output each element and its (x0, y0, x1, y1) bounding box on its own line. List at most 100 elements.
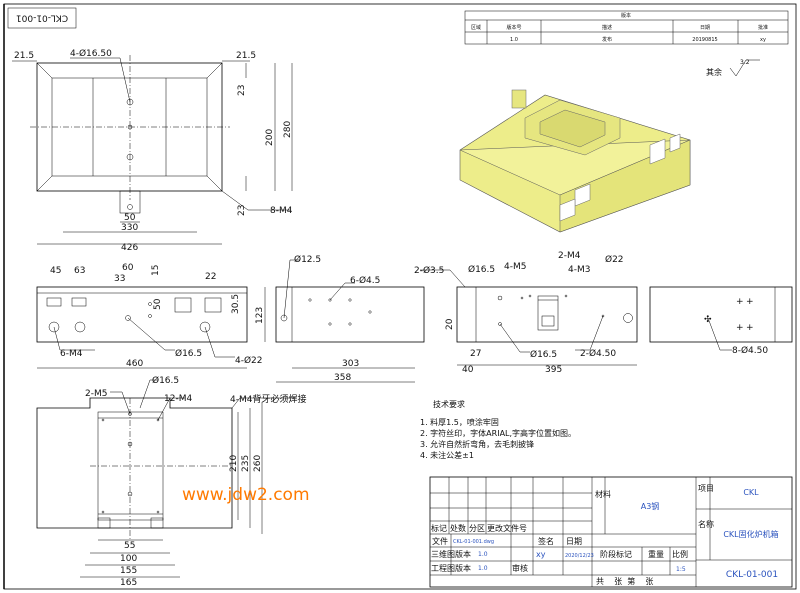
svg-text:A3钢: A3钢 (641, 501, 660, 511)
surface-finish-symbol: 其余 3.2 (706, 59, 760, 77)
svg-text:22: 22 (205, 272, 216, 282)
svg-text:3. 允许自然折弯角，去毛刺披锋: 3. 允许自然折弯角，去毛刺披锋 (420, 439, 534, 449)
svg-text:区域: 区域 (471, 24, 481, 31)
svg-text:4. 未注公差±1: 4. 未注公差±1 (420, 450, 474, 460)
svg-text:235: 235 (241, 455, 251, 472)
svg-text:项目: 项目 (698, 484, 714, 493)
svg-text:签名: 签名 (538, 536, 554, 546)
svg-text:+: + (746, 297, 754, 307)
svg-text:CKL: CKL (743, 488, 759, 497)
svg-text:描述: 描述 (602, 24, 612, 31)
revision-title: 版本 (621, 12, 631, 19)
svg-text:2-Ø4.50: 2-Ø4.50 (580, 348, 616, 359)
svg-text:其余: 其余 (706, 67, 722, 77)
title-block: 标记 处数 分区 更改文件号 签名 日期 文件 CKL-01-001.dwg 三… (429, 476, 793, 588)
svg-text:xy: xy (760, 37, 766, 43)
svg-text:日期: 日期 (700, 25, 710, 31)
svg-text:Ø22: Ø22 (605, 254, 624, 265)
svg-text:分区: 分区 (469, 524, 485, 533)
technical-requirements: 技术要求 1. 料厚1.5，喷涂牢固 2. 字符丝印，字体ARIAL,字高字位置… (420, 399, 576, 460)
top-view: 4-Ø16.50 21.5 21.5 23 23 200 280 50 330 … (12, 48, 293, 253)
svg-text:共 张 第 张: 共 张 第 张 (596, 576, 653, 586)
svg-text:2-Ø3.5: 2-Ø3.5 (414, 265, 444, 276)
svg-text:Ø12.5: Ø12.5 (294, 254, 321, 265)
svg-text:xy: xy (536, 550, 546, 559)
top-hole-callout: 4-Ø16.50 (70, 48, 112, 59)
svg-text:40: 40 (462, 365, 474, 375)
rotated-number-box (7, 7, 77, 29)
svg-text:63: 63 (74, 266, 85, 276)
front-view: 45 63 60 33 15 22 50 30.5 123 460 6-M4 Ø… (36, 263, 266, 369)
svg-text:358: 358 (334, 373, 351, 383)
svg-text:标记: 标记 (431, 523, 447, 533)
svg-text:395: 395 (545, 365, 562, 375)
svg-text:123: 123 (255, 307, 265, 324)
svg-text:+: + (736, 297, 744, 307)
svg-text:8-Ø4.50: 8-Ø4.50 (732, 345, 768, 356)
svg-text:Ø16.5: Ø16.5 (175, 348, 202, 359)
svg-text:三维图版本: 三维图版本 (431, 549, 471, 559)
svg-text:材料: 材料 (595, 489, 611, 499)
back-view: 2-Ø3.5 Ø16.5 4-M5 2-M4 4-M3 Ø22 20 27 40… (414, 251, 638, 375)
svg-text:批准: 批准 (758, 24, 768, 31)
svg-text:3.2: 3.2 (740, 59, 750, 66)
svg-text:23: 23 (237, 85, 247, 96)
svg-text:技术要求: 技术要求 (433, 399, 465, 409)
svg-text:21.5: 21.5 (236, 51, 256, 61)
bottom-view: 2-M5 Ø16.5 12-M4 4-M4背牙必须焊接 210 235 260 … (36, 375, 306, 588)
svg-text:版本号: 版本号 (506, 24, 521, 31)
svg-text:12-M4: 12-M4 (164, 394, 192, 404)
svg-text:330: 330 (121, 223, 138, 233)
svg-text:27: 27 (470, 349, 481, 359)
svg-text:4-M5: 4-M5 (504, 262, 526, 272)
svg-text:6-Ø4.5: 6-Ø4.5 (350, 275, 380, 286)
svg-text:处数: 处数 (450, 523, 466, 533)
svg-text:20: 20 (445, 318, 455, 330)
svg-text:4-M4背牙必须焊接: 4-M4背牙必须焊接 (230, 393, 306, 405)
svg-text:15: 15 (151, 265, 161, 276)
svg-text:+: + (736, 323, 744, 333)
svg-text:60: 60 (122, 263, 134, 273)
svg-text:1.0: 1.0 (478, 551, 488, 558)
drawing-number: CKL-01-001 (726, 570, 778, 580)
svg-text:50: 50 (153, 298, 163, 310)
svg-text:比例: 比例 (672, 549, 688, 559)
svg-text:1.0: 1.0 (478, 565, 488, 572)
watermark-text: www.jdw2.com (182, 485, 310, 505)
svg-text:280: 280 (283, 121, 293, 138)
right-view: + + + + ✣ 8-Ø4.50 (649, 286, 793, 356)
svg-text:2. 字符丝印，字体ARIAL,字高字位置如图。: 2. 字符丝印，字体ARIAL,字高字位置如图。 (420, 428, 576, 438)
svg-text:210: 210 (229, 455, 239, 472)
svg-text:阶段标记: 阶段标记 (600, 549, 632, 559)
svg-text:发布: 发布 (602, 36, 612, 43)
svg-text:100: 100 (120, 554, 137, 564)
svg-text:✣: ✣ (704, 315, 712, 325)
svg-text:21.5: 21.5 (14, 51, 34, 61)
svg-text:Ø16.5: Ø16.5 (530, 349, 557, 360)
sheet-border (3, 3, 797, 590)
svg-text:重量: 重量 (648, 549, 664, 559)
svg-text:8-M4: 8-M4 (270, 206, 293, 216)
svg-text:50: 50 (124, 213, 136, 223)
revision-table: 版本 区域 版本号 描述 日期 批准 1.0 发布 20190815 xy (464, 10, 789, 45)
svg-text:260: 260 (253, 455, 263, 472)
svg-text:1.0: 1.0 (510, 37, 518, 43)
isometric-model (459, 89, 691, 233)
svg-text:+: + (746, 323, 754, 333)
svg-text:2020/12/23: 2020/12/23 (565, 553, 594, 559)
svg-text:CKL-01-001.dwg: CKL-01-001.dwg (453, 539, 494, 545)
svg-text:文件: 文件 (432, 536, 448, 546)
svg-text:45: 45 (50, 266, 61, 276)
svg-text:55: 55 (124, 541, 135, 551)
left-view: Ø12.5 6-Ø4.5 303 358 (275, 254, 425, 383)
svg-text:23: 23 (237, 205, 247, 216)
svg-text:CKL固化炉机箱: CKL固化炉机箱 (723, 529, 778, 539)
svg-text:6-M4: 6-M4 (60, 349, 83, 359)
svg-text:303: 303 (342, 359, 359, 369)
svg-text:2-M5: 2-M5 (85, 389, 107, 399)
svg-text:Ø16.5: Ø16.5 (152, 375, 179, 386)
svg-text:1. 料厚1.5，喷涂牢固: 1. 料厚1.5，喷涂牢固 (420, 417, 499, 427)
svg-text:200: 200 (265, 129, 275, 146)
svg-text:1:5: 1:5 (676, 566, 686, 573)
